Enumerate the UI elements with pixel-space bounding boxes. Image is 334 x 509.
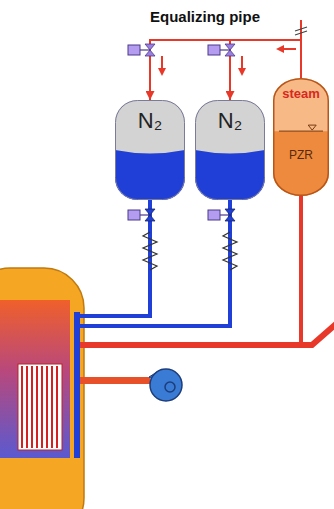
fuel-rod [56,366,58,448]
gas-label: N₂ [218,108,242,134]
reactor-vessel [0,268,84,509]
water-space [273,131,329,196]
region-label: steam [282,86,320,102]
water-level [279,131,323,132]
fuel-rod [21,366,23,448]
surge-line [299,196,303,345]
component-label: PZR [289,148,313,162]
level-mark [308,125,316,130]
valve-actuator [128,45,140,55]
downcomer [74,312,80,458]
flow-arrow [241,56,243,70]
break-mark [295,31,307,35]
valve-stem [140,49,150,50]
pipe-stub [300,20,302,40]
valve-symbol [225,44,235,56]
reactor-core [18,364,62,450]
hot-leg [80,324,334,345]
valve-stem [220,214,230,215]
flow-arrow-head [158,68,166,76]
water-space [115,150,185,200]
pressurizer-fill [273,78,329,196]
fuel-rod [26,366,28,448]
water-space [195,150,265,200]
pump-impeller [165,382,175,392]
vessel-interior [0,300,70,458]
gas-label: N₂ [138,108,162,134]
check-valve [223,232,237,270]
valve-stem [220,49,230,50]
fuel-rod [36,366,38,448]
tank-fill [195,100,265,200]
valve-symbol [145,209,155,221]
gas-space [115,100,185,154]
flow-arrow [161,56,163,70]
injection-line [80,200,150,316]
flow-arrow-head [276,45,284,53]
accumulator-tank: N₂ [115,100,185,200]
valve-actuator [128,210,140,220]
cold-leg [80,377,150,384]
tank-fill [115,100,185,200]
fuel-rod [41,366,43,448]
fuel-rods [22,366,57,448]
break-mark [295,27,307,31]
pressurizer-vessel: steamPZR [273,78,329,196]
tank-outline [196,101,265,200]
pipe-label: Equalizing pipe [150,8,260,25]
valve-actuator [208,45,220,55]
coolant-pump [150,369,182,401]
flow-arrow-head [238,68,246,76]
label-holder: Equalizing pipe [150,8,260,25]
valve-actuator [208,210,220,220]
valve-symbol [145,44,155,56]
fuel-rod [51,366,53,448]
valve-stem [140,214,150,215]
fuel-rod [31,366,33,448]
flow-arrow [282,48,296,50]
pressurizer-outline [274,79,329,196]
barrel-wall [70,300,74,458]
gas-space [195,100,265,154]
valve-symbol [225,209,235,221]
check-valve [143,232,157,270]
tank-outline [116,101,185,200]
accumulator-tank: N₂ [195,100,265,200]
injection-line [80,200,230,326]
fuel-rod [46,366,48,448]
